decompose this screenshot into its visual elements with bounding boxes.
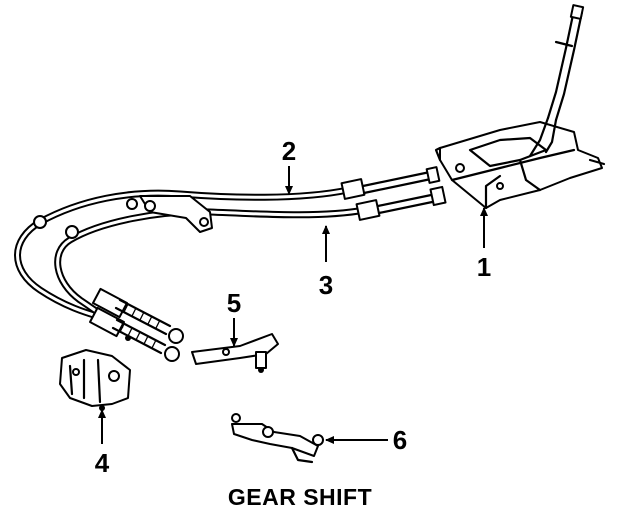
callout-6: 6: [325, 425, 407, 455]
callout-4: 4: [95, 409, 110, 478]
support-bracket: [231, 413, 324, 464]
shift-lever: [191, 333, 279, 373]
callout-3: 3: [319, 225, 333, 300]
cable-end-lower: [89, 306, 180, 362]
svg-text:1: 1: [477, 252, 491, 282]
svg-text:6: 6: [393, 425, 407, 455]
svg-text:5: 5: [227, 288, 241, 318]
diagram-title: GEAR SHIFT: [228, 484, 372, 510]
svg-text:4: 4: [95, 448, 110, 478]
shift-cables: [14, 166, 447, 362]
cable-end-upper: [92, 287, 184, 344]
svg-text:2: 2: [282, 136, 296, 166]
mounting-bracket: [59, 349, 131, 411]
shifter-assembly: [434, 4, 606, 210]
svg-text:3: 3: [319, 270, 333, 300]
callout-5: 5: [227, 288, 241, 347]
callout-1: 1: [477, 207, 491, 282]
callout-2: 2: [282, 136, 296, 195]
